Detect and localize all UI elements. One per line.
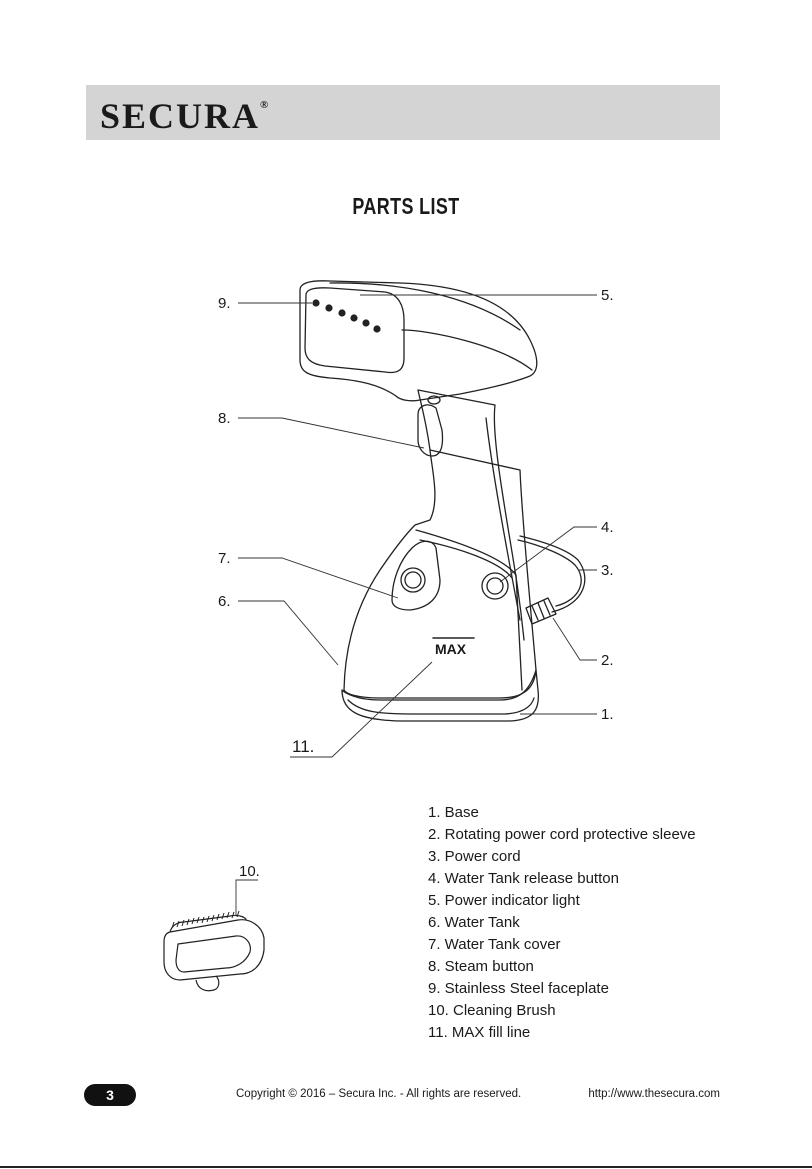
release-button [481, 572, 509, 600]
callout-3: 3. [601, 562, 614, 579]
callout-9: 9. [218, 295, 231, 312]
tank-cover [391, 540, 441, 611]
list-item: 10. Cleaning Brush [428, 1002, 556, 1019]
list-item: 7. Water Tank cover [428, 936, 561, 953]
head-outline [299, 280, 538, 402]
callout-7: 7. [218, 550, 231, 567]
registered-mark: ® [260, 99, 269, 111]
cleaning-brush [163, 914, 265, 992]
brand-name: SECURA [100, 96, 261, 136]
copyright-text: Copyright © 2016 – Secura Inc. - All rig… [236, 1088, 522, 1100]
header-band: SECURA® [86, 85, 720, 140]
handle-outline [417, 389, 525, 641]
page-title: PARTS LIST [352, 193, 460, 219]
faceplate-outline [304, 287, 405, 374]
footer: 3 Copyright © 2016 – Secura Inc. - All r… [0, 1084, 812, 1108]
water-tank-outline [343, 449, 537, 699]
cord-sleeve [525, 597, 557, 625]
list-item: 5. Power indicator light [428, 892, 580, 909]
callout-1: 1. [601, 706, 614, 723]
page-number-badge: 3 [84, 1084, 136, 1106]
list-item: 2. Rotating power cord protective sleeve [428, 826, 696, 843]
website-url[interactable]: http://www.thesecura.com [588, 1088, 720, 1100]
callout-2: 2. [601, 652, 614, 669]
callout-5: 5. [601, 287, 614, 304]
list-item: 3. Power cord [428, 848, 521, 865]
list-item: 8. Steam button [428, 958, 534, 975]
list-item: 11. MAX fill line [428, 1024, 531, 1041]
list-item: 4. Water Tank release button [428, 870, 619, 887]
brand-logo: SECURA® [100, 95, 268, 137]
callout-6: 6. [218, 593, 231, 610]
base-inner [347, 697, 535, 715]
list-item: 6. Water Tank [428, 914, 520, 931]
base-outline [341, 669, 540, 722]
callout-4: 4. [601, 519, 614, 536]
callout-8: 8. [218, 410, 231, 427]
max-fill-label: MAX [435, 641, 467, 657]
parts-list: 1. Base 2. Rotating power cord protectiv… [428, 802, 696, 1044]
power-cord [517, 539, 582, 607]
bottom-rule [0, 1166, 812, 1168]
list-item: 9. Stainless Steel faceplate [428, 980, 609, 997]
callout-11: 11. [292, 737, 314, 756]
callout-10: 10. [239, 863, 260, 880]
steam-button [417, 404, 444, 457]
list-item: 1. Base [428, 804, 479, 821]
